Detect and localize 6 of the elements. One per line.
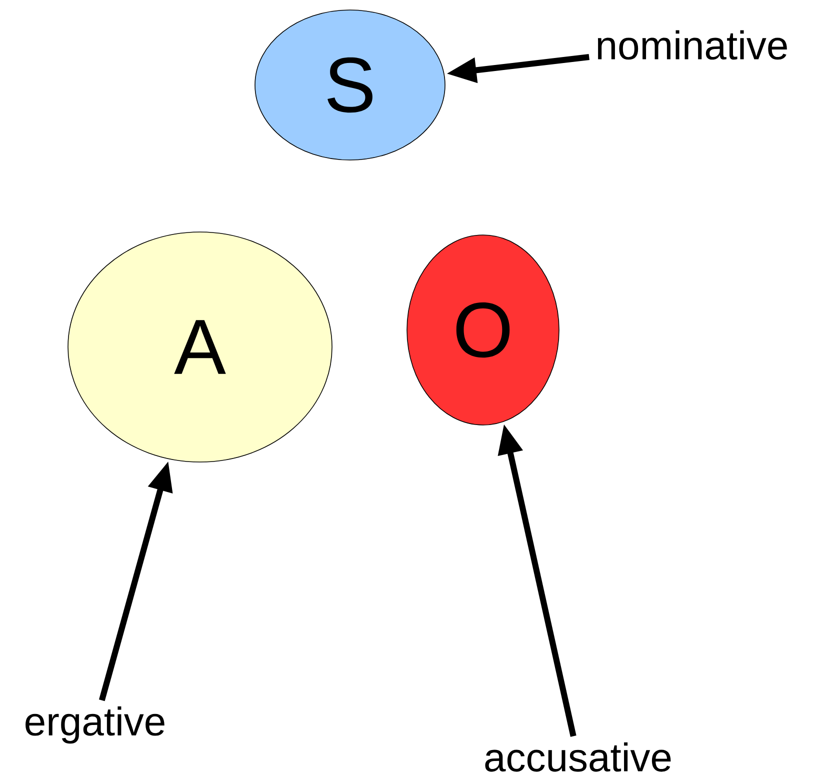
ellipse-node: S	[254, 10, 446, 160]
case-label: ergative	[26, 706, 164, 744]
ellipse-node: A	[68, 232, 332, 462]
case-label: accusative	[485, 742, 671, 772]
ellipse-node: O	[406, 234, 560, 426]
case-label: nominative	[598, 30, 787, 60]
